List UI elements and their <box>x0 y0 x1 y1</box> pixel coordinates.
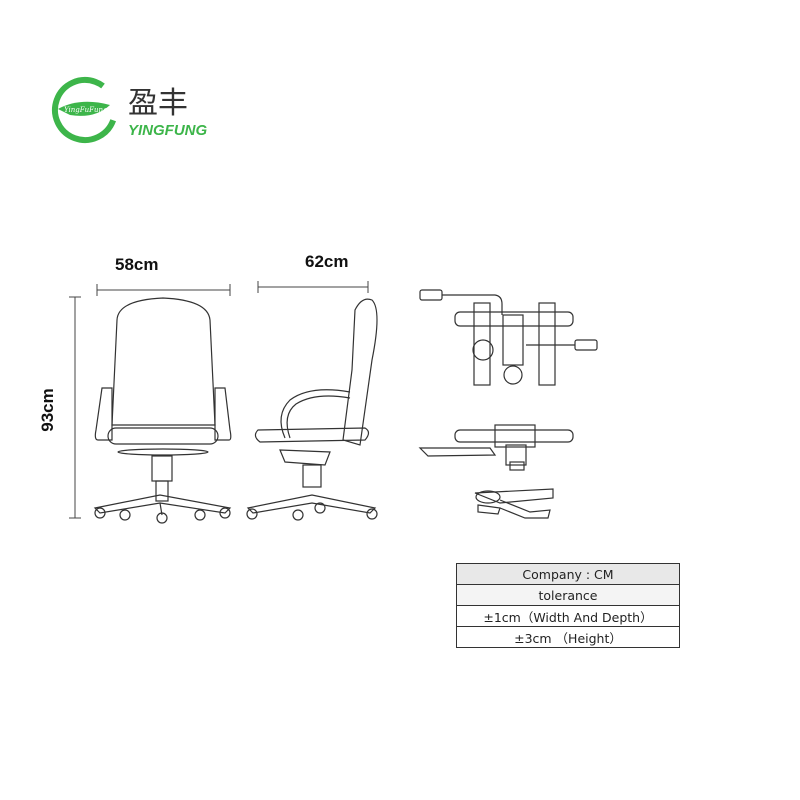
logo-chinese-name: 盈丰 <box>128 86 188 121</box>
mechanism-top-view <box>419 289 598 386</box>
logo-badge-text: YingFuFung <box>64 106 108 114</box>
spec-tolerance-label: tolerance <box>456 584 680 606</box>
spec-row: ±1cm（Width And Depth） <box>456 605 680 627</box>
tilt-lever-detail <box>474 488 554 519</box>
chair-front-view <box>93 297 232 524</box>
mechanism-side-view <box>418 424 574 471</box>
spec-row: Company : CM <box>456 563 680 585</box>
spec-table: Company : CM tolerance ±1cm（Width And De… <box>456 563 680 648</box>
chair-side-view <box>246 298 378 521</box>
spec-row: tolerance <box>456 584 680 606</box>
depth-dimension-label: 62cm <box>305 252 349 271</box>
logo-english-name: YINGFUNG <box>128 122 208 139</box>
yingfung-logo: YingFuFung 盈丰 YINGFUNG <box>52 77 208 143</box>
spec-row: ±3cm （Height） <box>456 626 680 648</box>
width-dimension-label: 58cm <box>115 255 159 274</box>
spec-company: Company : CM <box>456 563 680 585</box>
spec-width-depth-tolerance: ±1cm（Width And Depth） <box>456 605 680 627</box>
dimension-lines <box>69 281 369 519</box>
spec-height-tolerance: ±3cm （Height） <box>456 626 680 648</box>
